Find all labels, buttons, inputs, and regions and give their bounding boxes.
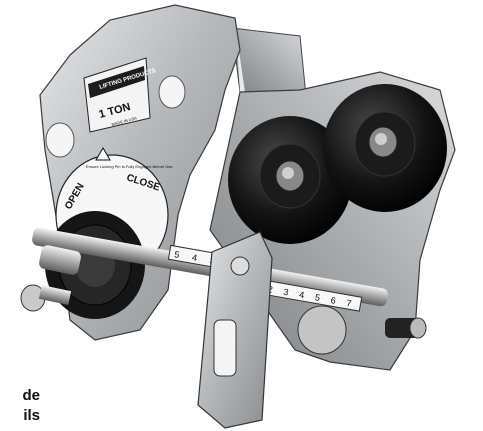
caption-line-1: de xyxy=(22,387,40,404)
scale-tick: 7 xyxy=(346,298,353,309)
caption-text: de ils xyxy=(0,386,40,426)
scale-tick: 3 xyxy=(283,287,290,298)
plate-made-in: MADE IN USA xyxy=(111,115,138,127)
load-bracket xyxy=(197,231,273,429)
wheel-right xyxy=(323,84,447,212)
caption-line-2: ils xyxy=(23,407,40,424)
scale-tick: 5 xyxy=(314,292,321,303)
scale-tick: 5 xyxy=(173,249,180,260)
plate-holes xyxy=(45,75,186,158)
scale-tick: 4 xyxy=(191,252,198,263)
spacer-bracket xyxy=(231,27,307,97)
locking-pin xyxy=(20,245,81,312)
wheel-left xyxy=(228,116,352,244)
scale-tick: 6 xyxy=(330,295,337,306)
right-end-nut xyxy=(297,305,427,355)
capacity-plate: LIFTING PRODUCTS 1 TON MADE IN USA xyxy=(83,57,157,133)
dial-warning: Ensure Locking Pin Is Fully Engaged Befo… xyxy=(86,164,174,169)
scale-tick: 4 xyxy=(298,290,305,301)
